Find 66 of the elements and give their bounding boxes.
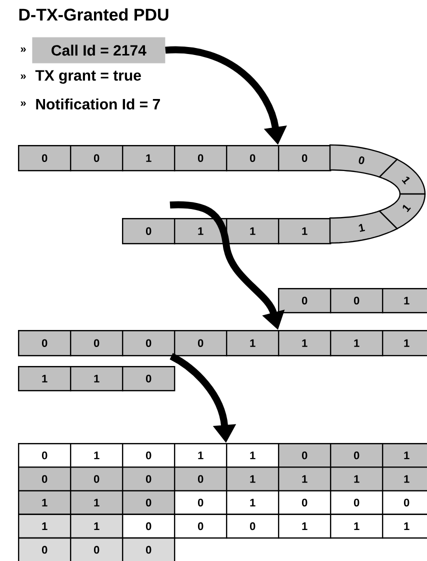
table-cell: 0 — [18, 443, 72, 468]
bit-cell: 0 — [70, 330, 124, 356]
bit-cell: 0 — [122, 366, 176, 392]
table-cell: 1 — [330, 514, 384, 539]
bit-cell: 0 — [18, 330, 72, 356]
bit-cell: 1 — [226, 330, 280, 356]
table-cell: 1 — [70, 514, 124, 539]
bit-cell: 1 — [122, 145, 176, 172]
table-cell: 0 — [122, 490, 176, 515]
table-cell: 0 — [278, 490, 332, 515]
table-cell: 1 — [382, 514, 427, 539]
bit-cell: 0 — [226, 145, 280, 172]
table-cell: 1 — [278, 514, 332, 539]
table-cell: 0 — [122, 514, 176, 539]
table-cell: 0 — [174, 466, 228, 492]
table-cell: 0 — [330, 443, 384, 468]
bit-cell: 1 — [330, 330, 384, 356]
table-cell: 1 — [226, 443, 280, 468]
table-cell: 0 — [382, 490, 427, 515]
bit-cell: 1 — [329, 210, 398, 244]
table-cell: 0 — [18, 537, 72, 561]
table-cell: 1 — [70, 443, 124, 468]
table-cell: 1 — [278, 466, 332, 492]
field-label: Notification Id = 7 — [36, 98, 160, 110]
node-label: 1 — [404, 452, 410, 460]
bit-cell: 1 — [278, 330, 332, 356]
table-cell: 0 — [122, 537, 176, 561]
highlighted-field: Call Id = 2174 — [32, 37, 166, 64]
bit-cell: 0 — [122, 330, 176, 356]
bit-cell: 1 — [382, 288, 427, 314]
table-cell: 1 — [382, 466, 427, 492]
table-cell: 0 — [174, 514, 228, 539]
bit-cell: 0 — [174, 145, 228, 172]
table-cell: 0 — [70, 537, 124, 561]
table-cell: 0 — [226, 514, 280, 539]
bit-cell: 0 — [174, 330, 228, 356]
table-cell: 0 — [174, 490, 228, 515]
table-cell: 0 — [278, 443, 332, 468]
bit-cell: 1 — [226, 218, 280, 244]
bit-cell: 0 — [70, 145, 124, 172]
bit-cell: 1 — [18, 366, 72, 392]
table-cell: 1 — [382, 443, 427, 468]
table-cell: 1 — [18, 490, 72, 515]
table-cell: 1 — [18, 514, 72, 539]
bit-cell: 0 — [278, 288, 332, 314]
bit-cell: 1 — [278, 218, 332, 244]
table-cell: 1 — [70, 490, 124, 515]
table-cell: 0 — [18, 466, 72, 492]
bit-cell: 0 — [18, 145, 72, 172]
table-cell: 0 — [122, 443, 176, 468]
bit-cell: 0 — [278, 145, 332, 172]
bit-cell: 0 — [122, 218, 176, 244]
table-cell: 0 — [330, 490, 384, 515]
table-cell: 1 — [226, 466, 280, 492]
bullet: » — [20, 74, 26, 79]
bit-cell: 0 — [330, 288, 384, 314]
title: D-TX-Granted PDU — [19, 8, 168, 21]
table-cell: 1 — [226, 490, 280, 515]
bit-cell: 1 — [70, 366, 124, 392]
bit-cell: 1 — [382, 330, 427, 356]
table-cell: 0 — [122, 466, 176, 492]
table-cell: 1 — [174, 443, 228, 468]
bit-cell: 0 — [329, 144, 398, 178]
bullet: » — [20, 101, 26, 106]
table-cell: 1 — [330, 466, 384, 492]
table-cell: 0 — [70, 466, 124, 492]
